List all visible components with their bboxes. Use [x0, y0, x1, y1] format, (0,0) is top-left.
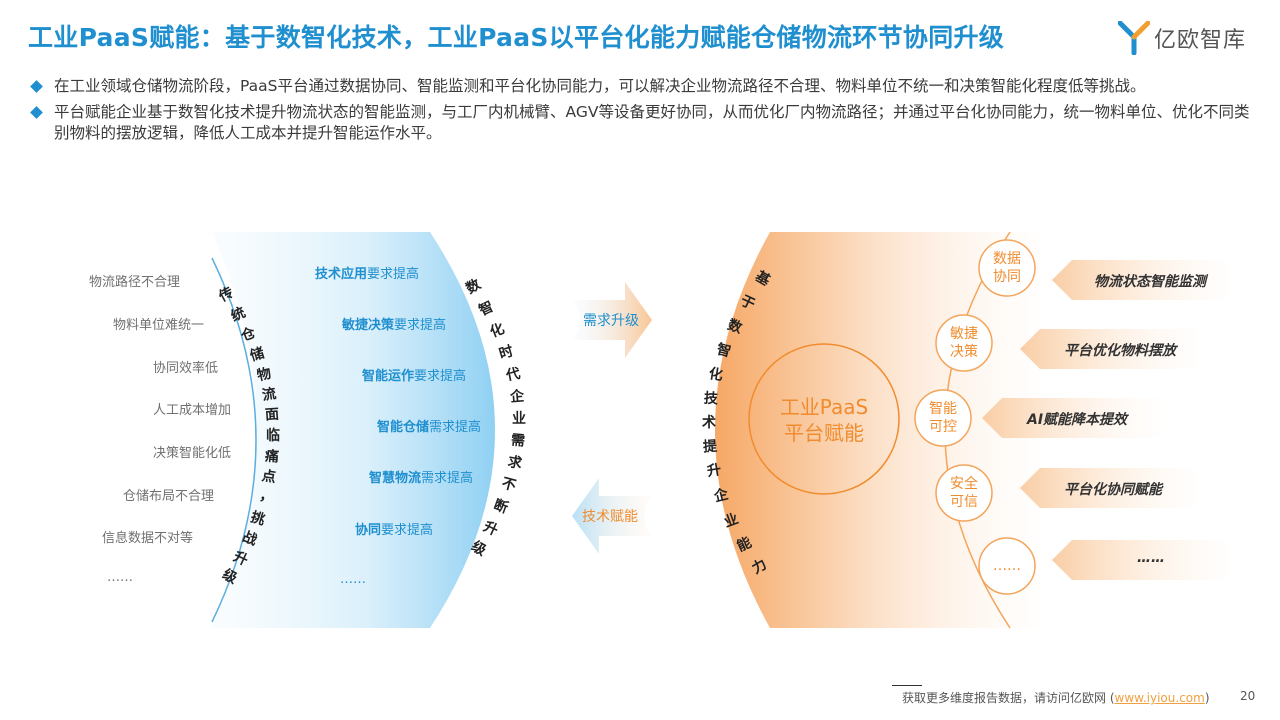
bullet-item: 在工业领域仓储物流阶段，PaaS平台通过数据协同、智能监测和平台化协同能力，可以… [30, 76, 1260, 97]
page-number: 20 [1240, 689, 1256, 703]
demand-item: 智慧物流需求提高 [369, 471, 474, 486]
arc-char: 流 [260, 385, 278, 404]
demand-item: 智能运作要求提高 [362, 369, 467, 384]
capability-label: 安全可信 [950, 476, 978, 510]
bullet-list: 在工业领域仓储物流阶段，PaaS平台通过数据协同、智能监测和平台化协同能力，可以… [30, 76, 1260, 149]
tech-enable-arrow [572, 478, 652, 554]
arc-char: 业 [512, 411, 526, 427]
footer: 获取更多维度报告数据，请访问亿欧网 (www.iyiou.com) [902, 691, 1210, 705]
result-label: 平台优化物料摆放 [1064, 343, 1176, 359]
pain-point: 仓储布局不合理 [123, 489, 215, 504]
arc-char: 需 [510, 432, 526, 450]
pain-point: 人工成本增加 [153, 403, 232, 418]
page-title: 工业PaaS赋能：基于数智化技术，工业PaaS以平台化能力赋能仓储物流环节协同升… [28, 23, 1005, 52]
center-circle [748, 343, 900, 495]
capability-label: 数据协同 [993, 251, 1021, 285]
arc-char: 技 [703, 390, 719, 408]
blue-band [212, 232, 495, 628]
pain-point: 物料单位难统一 [113, 318, 205, 333]
tech-enable-label: 技术赋能 [582, 509, 638, 525]
arc-char: 面 [264, 406, 280, 424]
pain-point: 物流路径不合理 [89, 275, 181, 290]
pain-point: 信息数据不对等 [102, 531, 194, 546]
footer-rule [892, 685, 922, 686]
bullet-item: 平台赋能企业基于数智化技术提升物流状态的智能监测，与工厂内机械臂、AGV等设备更… [30, 102, 1260, 144]
capability-label: 敏捷决策 [950, 326, 978, 360]
center-label: 工业PaaS 平台赋能 [779, 395, 869, 445]
result-label: 平台化协同赋能 [1064, 482, 1162, 498]
bullet-text: 平台赋能企业基于数智化技术提升物流状态的智能监测，与工厂内机械臂、AGV等设备更… [54, 103, 1250, 142]
pain-point: 协同效率低 [153, 361, 219, 376]
arc-char: 升 [705, 461, 723, 480]
pain-point: …… [107, 570, 133, 585]
demand-upgrade-arrow [572, 282, 652, 358]
arc-char: 企 [509, 388, 525, 406]
result-label: …… [1137, 550, 1165, 566]
demand-upgrade-label: 需求升级 [583, 313, 639, 329]
logo: 亿欧智库 [1118, 20, 1246, 56]
result-label: 物流状态智能监测 [1094, 274, 1206, 290]
arc-char: 术 [702, 415, 716, 431]
iyiou-link[interactable]: www.iyiou.com [1114, 691, 1205, 705]
arc-char: 痛 [264, 448, 280, 466]
pain-point: 决策智能化低 [153, 446, 232, 461]
capability-circles [914, 239, 1036, 595]
arc-char: 临 [266, 428, 280, 444]
demand-item: 协同要求提高 [355, 523, 434, 538]
arc-char: 提 [702, 438, 718, 456]
left-arc-line [211, 257, 257, 623]
capability-label: 智能可控 [929, 401, 957, 435]
bullet-text: 在工业领域仓储物流阶段，PaaS平台通过数据协同、智能监测和平台化协同能力，可以… [54, 77, 1146, 95]
demand-item: 智能仓储需求提高 [377, 420, 482, 435]
logo-text: 亿欧智库 [1154, 28, 1247, 53]
result-pills [982, 260, 1230, 580]
capability-label: …… [993, 558, 1021, 574]
demand-item: 敏捷决策要求提高 [342, 318, 447, 333]
demand-item: 技术应用要求提高 [315, 267, 420, 282]
yiou-logo-icon [1118, 21, 1150, 55]
result-label: AI赋能降本提效 [1027, 412, 1128, 428]
demand-item: …… [340, 572, 366, 587]
